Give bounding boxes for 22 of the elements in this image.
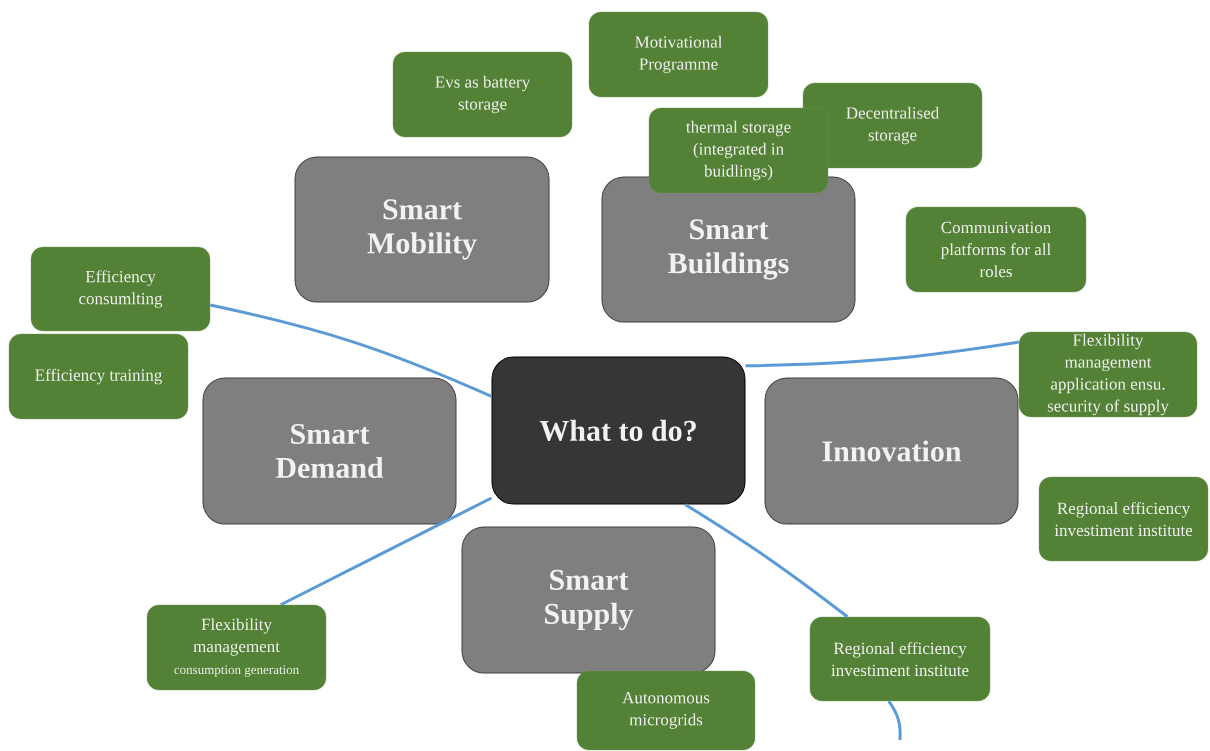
idea-box: Motivational Programme bbox=[588, 11, 769, 98]
idea-box: Evs as battery storage bbox=[392, 51, 573, 138]
idea-box: Flexibility management consumption generation bbox=[146, 604, 327, 691]
idea-box: Communivation platforms for all roles bbox=[905, 206, 1087, 293]
idea-box: thermal storage (integrated in buidlings) bbox=[648, 107, 829, 194]
connector-line bbox=[745, 340, 1020, 368]
connector-line bbox=[209, 303, 493, 398]
idea-box: Decentralised storage bbox=[802, 82, 983, 169]
connector-line bbox=[280, 496, 493, 607]
idea-box: Autonomous microgrids bbox=[576, 670, 756, 751]
idea-box: Regional efficiency investiment institute bbox=[1038, 476, 1209, 562]
main-topic-box: Smart Mobility bbox=[294, 156, 550, 303]
main-topic-box: Smart Supply bbox=[461, 526, 716, 674]
idea-box: Efficiency consumlting bbox=[30, 246, 211, 332]
idea-box: Regional efficiency investiment institute bbox=[809, 616, 991, 702]
connector-line bbox=[684, 503, 849, 618]
central-topic-box: What to do? bbox=[491, 356, 746, 505]
main-topic-box: Smart Demand bbox=[202, 377, 457, 525]
idea-box: Flexibility management application ensu. security of supply bbox=[1018, 331, 1198, 418]
connector-line bbox=[887, 700, 902, 741]
main-topic-box: Innovation bbox=[764, 377, 1019, 525]
idea-box: Efficiency training bbox=[8, 333, 189, 420]
